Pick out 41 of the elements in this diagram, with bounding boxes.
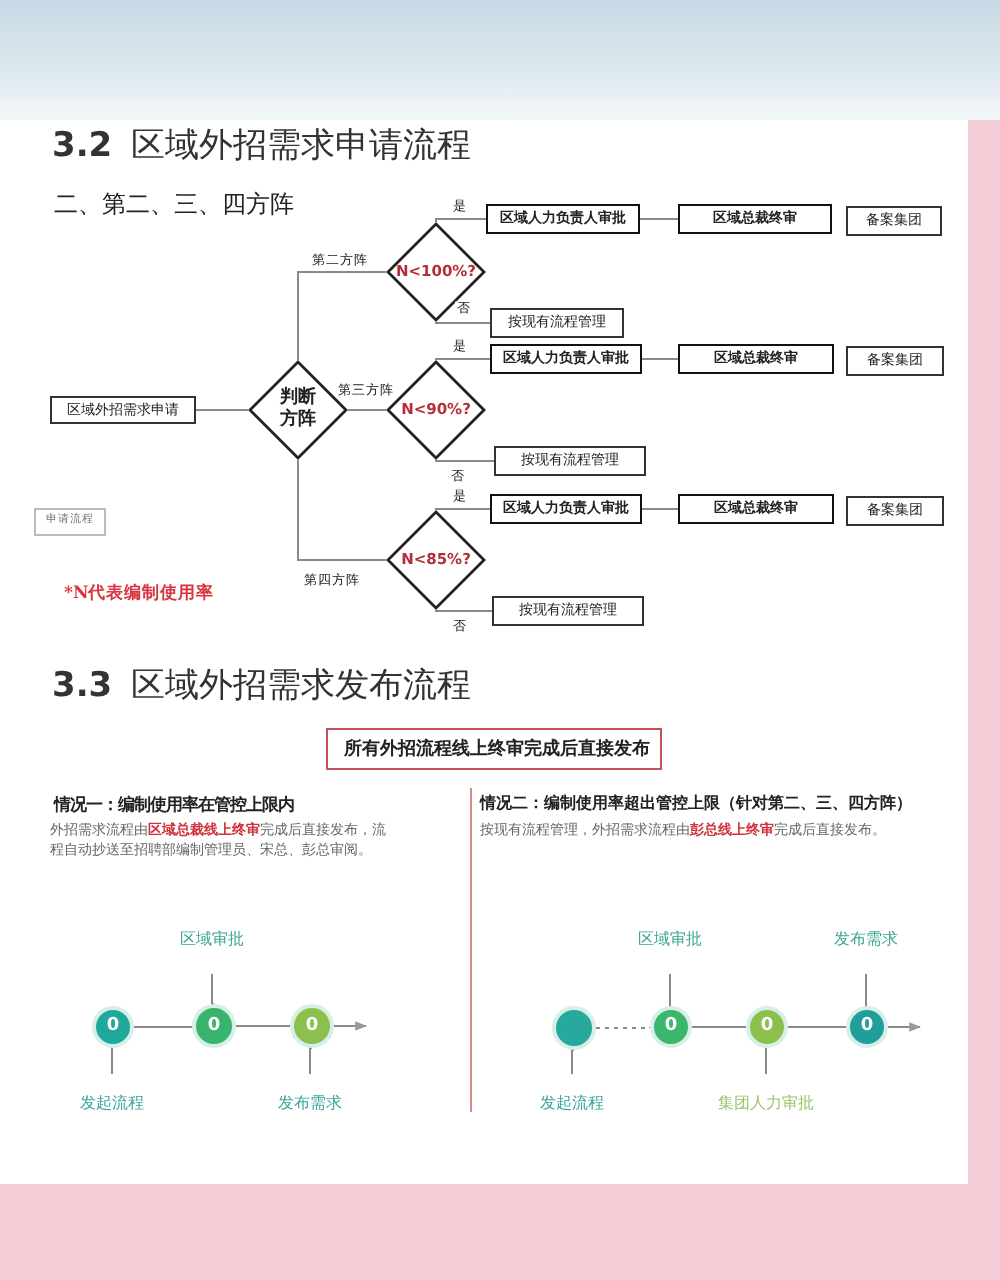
timeline-line: [691, 1026, 747, 1028]
step-label: 发起流程: [68, 1074, 156, 1114]
step-label: 集团人力审批: [710, 1074, 822, 1114]
leader-line: [211, 973, 215, 1005]
step-label: 区域审批: [626, 932, 714, 974]
connector-line: [195, 409, 249, 411]
timeline-line: [235, 1025, 291, 1027]
connector-line: [435, 508, 491, 511]
timeline-line: [133, 1025, 193, 1028]
case-heading: 情况一：编制使用率在管控上限内: [54, 792, 294, 817]
subheading: 二、第二、三、四方阵: [54, 188, 294, 222]
leader-line: [669, 973, 672, 1007]
connector-line: [435, 609, 493, 612]
timeline-arrow: [333, 1021, 368, 1031]
connector-line: [297, 459, 387, 561]
leader-line: [865, 973, 868, 1007]
step-label: 发起流程: [528, 1074, 616, 1114]
leader-line: [309, 1047, 313, 1075]
leader-line: [571, 1049, 575, 1075]
case-heading: 情况二：编制使用率超出管控上限（针对第二、三、四方阵）: [480, 792, 912, 816]
step-label: 发布需求: [822, 932, 910, 974]
connector-line: [435, 358, 491, 361]
connector-line: [435, 321, 491, 324]
note-box: 所有外招流程线上终审完成后直接发布: [326, 728, 662, 770]
step-label: 区域审批: [168, 932, 256, 974]
connector-line: [435, 459, 495, 462]
connector-line: [347, 409, 387, 411]
timeline-line: [595, 1026, 651, 1029]
leader-line: [765, 1047, 768, 1075]
connector-line: [297, 271, 387, 361]
timeline-arrow: [887, 1022, 922, 1032]
leader-line: [111, 1047, 114, 1075]
section-heading: 3.2 区域外招需求申请流程: [52, 126, 472, 167]
connector-line: [639, 218, 679, 220]
timeline-line: [787, 1026, 847, 1028]
footnote: *N代表编制使用率: [64, 582, 215, 607]
connector-line: [641, 508, 679, 510]
connector-line: [641, 358, 679, 360]
step-label: 发布需求: [266, 1074, 354, 1114]
connector-line: [435, 218, 487, 223]
section-heading: 3.3 区域外招需求发布流程: [52, 666, 472, 707]
